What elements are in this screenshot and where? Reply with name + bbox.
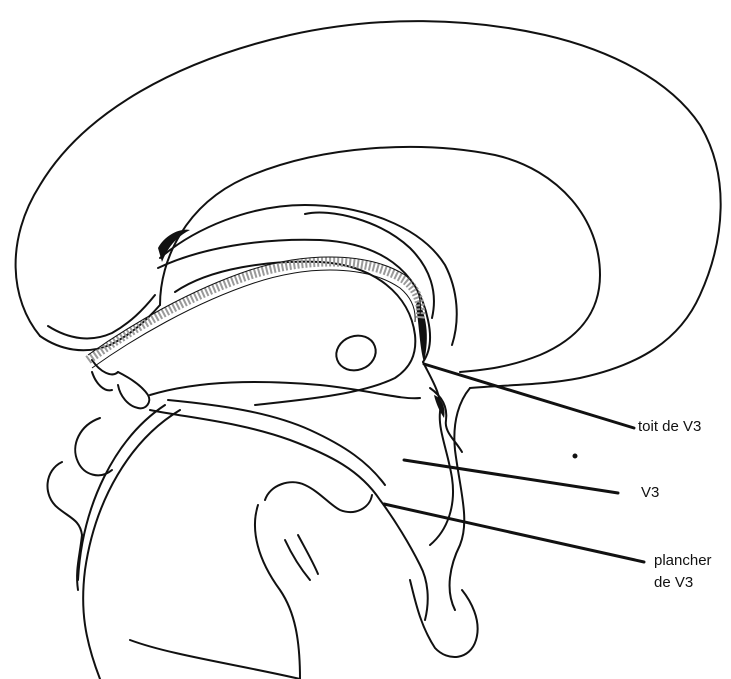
corpus-callosum-lower [158,240,430,362]
frontal-lobe-lower-edge [40,305,160,350]
brainstem-outline [83,410,180,679]
pons-contour [130,640,300,679]
frontal-lobe-inner-edge [48,295,155,338]
small-dot [574,455,577,458]
lamina-terminalis [118,372,149,408]
anterior-bulge-lower [47,462,82,535]
leader-line-v3 [404,460,618,493]
interventricular-foramen [331,330,380,376]
anterior-bulge-upper [75,418,112,475]
label-floor-of-v3: plancher de V3 [654,550,712,594]
label-floor-line2: de V3 [654,572,712,594]
infundibulum [410,580,478,657]
label-v3: V3 [641,482,659,504]
label-roof-of-v3: toit de V3 [638,416,701,438]
leader-line-floor [384,504,644,562]
cingulate-gyrus-outline [160,147,600,372]
oculomotor-nerve [285,535,318,580]
mammillary-body [265,482,372,512]
midbrain-tectum [255,505,300,679]
anterior-commissure [92,360,118,390]
hypothalamus-floor [150,410,428,620]
label-floor-line1: plancher [654,550,712,572]
